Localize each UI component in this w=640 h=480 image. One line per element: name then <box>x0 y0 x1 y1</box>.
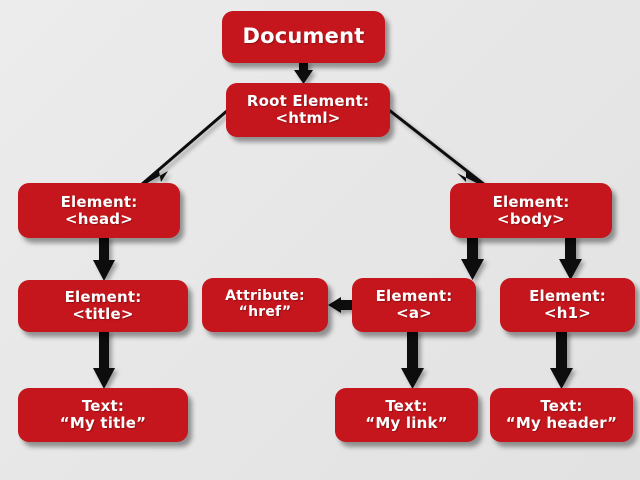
node-element-body[interactable]: Element: <body> <box>450 183 612 238</box>
edge-root-to-body <box>388 108 494 192</box>
node-element-title-line2: <title> <box>72 305 134 323</box>
node-text-my-link-line1: Text: <box>385 397 428 416</box>
node-text-my-link-line2: “My link” <box>365 414 448 432</box>
edge-head-to-title <box>93 236 115 281</box>
node-element-a-line1: Element: <box>375 287 453 306</box>
node-document[interactable]: Document <box>222 11 385 63</box>
node-text-my-header-line2: “My header” <box>505 414 618 432</box>
edge-anchor-to-attr <box>328 297 354 313</box>
node-element-h1-line2: <h1> <box>543 304 592 322</box>
node-text-my-title[interactable]: Text: “My title” <box>18 388 188 442</box>
node-element-body-line2: <body> <box>497 209 565 228</box>
node-root-element-html[interactable]: Root Element: <html> <box>226 83 390 137</box>
node-attribute-href-line2: “href” <box>238 304 292 320</box>
edge-body-to-anchor <box>461 236 484 280</box>
node-text-my-title-line2: “My title” <box>59 414 147 432</box>
node-root-element-line2: <html> <box>275 109 341 127</box>
node-element-title[interactable]: Element: <title> <box>18 280 188 332</box>
edge-title-to-text <box>93 330 115 389</box>
node-root-element-line1: Root Element: <box>246 92 370 111</box>
node-text-my-title-line1: Text: <box>81 397 125 416</box>
node-element-a[interactable]: Element: <a> <box>352 278 476 332</box>
node-text-my-link[interactable]: Text: “My link” <box>335 388 478 442</box>
node-element-title-line1: Element: <box>64 288 142 307</box>
node-text-my-header[interactable]: Text: “My header” <box>490 388 633 442</box>
edge-root-to-head <box>132 108 229 192</box>
node-element-head-line1: Element: <box>60 192 138 211</box>
node-element-head[interactable]: Element: <head> <box>18 183 180 238</box>
node-text-my-header-line1: Text: <box>540 397 583 416</box>
node-element-h1-line1: Element: <box>529 287 606 306</box>
node-attribute-href[interactable]: Attribute: “href” <box>202 278 328 332</box>
node-element-a-line2: <a> <box>396 304 432 322</box>
edge-anchor-to-text <box>401 330 424 389</box>
edge-document-to-root <box>294 61 313 84</box>
node-attribute-href-line1: Attribute: <box>225 288 305 305</box>
edge-body-to-h1 <box>559 236 582 280</box>
node-element-h1[interactable]: Element: <h1> <box>500 278 635 332</box>
edge-h1-to-text <box>550 330 573 389</box>
node-document-line1: Document <box>242 24 365 49</box>
node-element-head-line2: <head> <box>64 209 134 228</box>
node-element-body-line1: Element: <box>492 192 570 211</box>
